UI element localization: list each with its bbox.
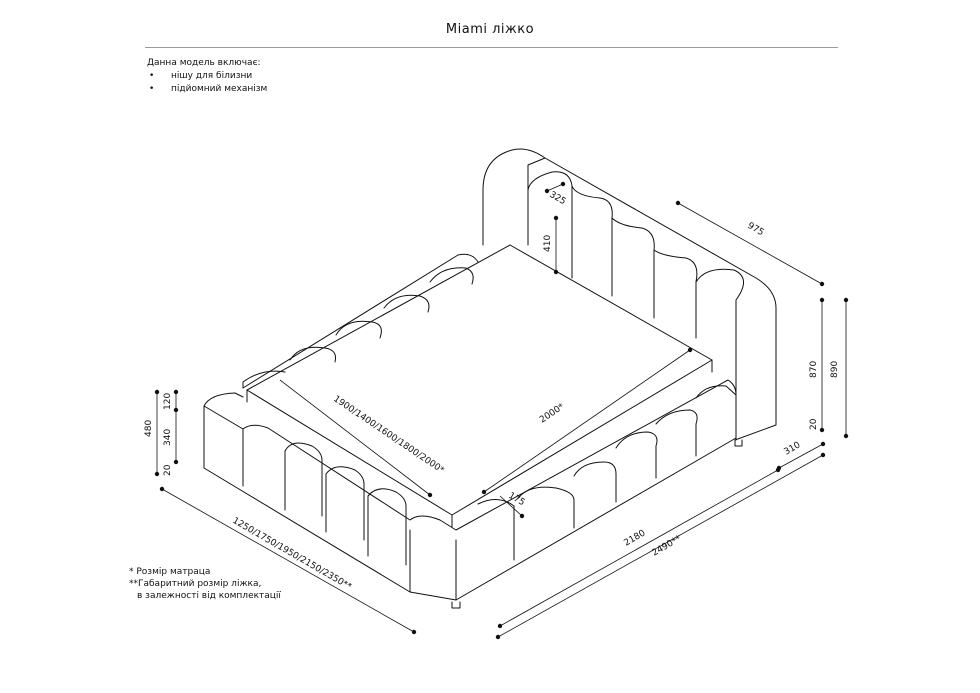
- footnote-overall: **Габаритний розмір ліжка,: [129, 579, 262, 589]
- dim-dot: [687, 347, 693, 353]
- footnotes: * Розмір матраца **Габаритний розмір ліж…: [129, 566, 281, 602]
- dim-dot: [843, 297, 849, 303]
- dim-dot: [427, 492, 433, 498]
- includes-item: • підйомний механізм: [147, 83, 267, 96]
- includes-heading: Данна модель включає:: [147, 58, 261, 68]
- dim-dot: [820, 441, 826, 447]
- dim-line-175: [499, 495, 523, 517]
- dim-label-120: 120: [163, 393, 173, 410]
- dim-label-480: 480: [144, 420, 154, 437]
- bed-foot: [734, 439, 743, 447]
- dim-dot: [481, 489, 487, 495]
- dim-dot: [154, 471, 160, 477]
- dim-dot: [519, 513, 525, 519]
- dim-dot: [495, 634, 501, 640]
- dim-label-2490: 2490**: [651, 534, 684, 559]
- bed-foot: [451, 601, 461, 609]
- right-cushion: [695, 385, 737, 399]
- dim-dot: [154, 389, 160, 395]
- dim-dot: [173, 389, 179, 395]
- bed-outline: [203, 148, 777, 609]
- dim-label-340: 340: [163, 429, 173, 446]
- dim-line-2180: [499, 469, 779, 627]
- includes-item-label: підйомний механізм: [171, 84, 268, 94]
- headboard-cushion: [571, 185, 613, 297]
- dim-label-410: 410: [543, 235, 553, 252]
- dim-dot: [675, 200, 681, 206]
- bullet-icon: •: [149, 84, 155, 94]
- footnote-overall-cont: в залежності від комплектації: [137, 591, 281, 601]
- dim-line-mattress-width: [279, 379, 431, 496]
- dim-dot: [819, 297, 825, 303]
- frame-top-edge: [203, 379, 737, 531]
- dim-label-mattress-length: 2000*: [538, 402, 567, 426]
- dim-dot: [775, 467, 781, 473]
- dim-dot: [820, 452, 826, 458]
- headboard-cushion: [527, 171, 573, 279]
- left-cushion: [289, 346, 336, 363]
- dim-line-325: [546, 183, 564, 192]
- dim-dot: [497, 623, 503, 629]
- dim-dot: [560, 181, 566, 187]
- front-cushion: [367, 488, 407, 566]
- includes-list: • нішу для білизни • підйомний механізм: [147, 70, 267, 96]
- right-cushion: [573, 461, 617, 503]
- dim-dot: [411, 629, 417, 635]
- dim-dot: [819, 281, 825, 287]
- headboard-side: [527, 157, 546, 246]
- dim-line-mattress-length: [483, 349, 691, 493]
- dimension-lines: [154, 181, 849, 640]
- bullet-icon: •: [149, 71, 155, 81]
- dim-dot: [553, 269, 559, 275]
- headboard-cushion: [695, 268, 744, 441]
- headboard-cushion: [611, 217, 655, 319]
- dim-line-975: [677, 202, 823, 285]
- page-title: Miami ліжко: [445, 22, 535, 37]
- right-cushion: [477, 499, 515, 561]
- front-cushion: [325, 466, 365, 541]
- dim-line-310: [778, 443, 824, 469]
- right-cushion: [655, 409, 698, 457]
- dim-dot: [173, 459, 179, 465]
- frame-bottom: [203, 405, 737, 601]
- includes-item: • нішу для білизни: [147, 70, 267, 83]
- footnote-mattress: * Розмір матраца: [129, 567, 211, 577]
- dim-label-890: 890: [830, 361, 840, 378]
- dim-line-2490: [497, 454, 824, 638]
- left-cushion: [429, 267, 474, 285]
- includes-item-label: нішу для білизни: [171, 71, 253, 81]
- dim-label-975: 975: [746, 221, 766, 238]
- left-cushion: [335, 320, 382, 339]
- left-cushion: [242, 370, 286, 389]
- front-cushion: [284, 442, 323, 517]
- dim-line-overall-width: [161, 488, 415, 633]
- right-cushion: [517, 486, 575, 529]
- headboard-cushion: [653, 249, 698, 339]
- dim-label-20-side: 20: [163, 464, 173, 476]
- headboard-outline: [482, 148, 777, 441]
- dim-label-870: 870: [809, 361, 819, 378]
- dim-dot: [173, 407, 179, 413]
- title-divider: [145, 47, 838, 48]
- includes-block: Данна модель включає: • нішу для білизни …: [147, 57, 267, 96]
- dim-dot: [843, 433, 849, 439]
- dim-label-325: 325: [548, 190, 568, 207]
- front-corner: [203, 392, 244, 407]
- mattress-top: [246, 244, 713, 516]
- dim-dot: [544, 188, 550, 194]
- right-cushion: [615, 431, 658, 479]
- mattress-thickness: [246, 359, 713, 528]
- dim-dot: [819, 427, 825, 433]
- dim-dot: [553, 215, 559, 221]
- dim-label-20-headboard: 20: [809, 418, 819, 430]
- dim-dot: [159, 486, 165, 492]
- left-cushion: [383, 294, 430, 313]
- frame-corner-edge: [409, 529, 457, 601]
- left-rail: [242, 253, 479, 389]
- dim-label-310: 310: [783, 440, 803, 457]
